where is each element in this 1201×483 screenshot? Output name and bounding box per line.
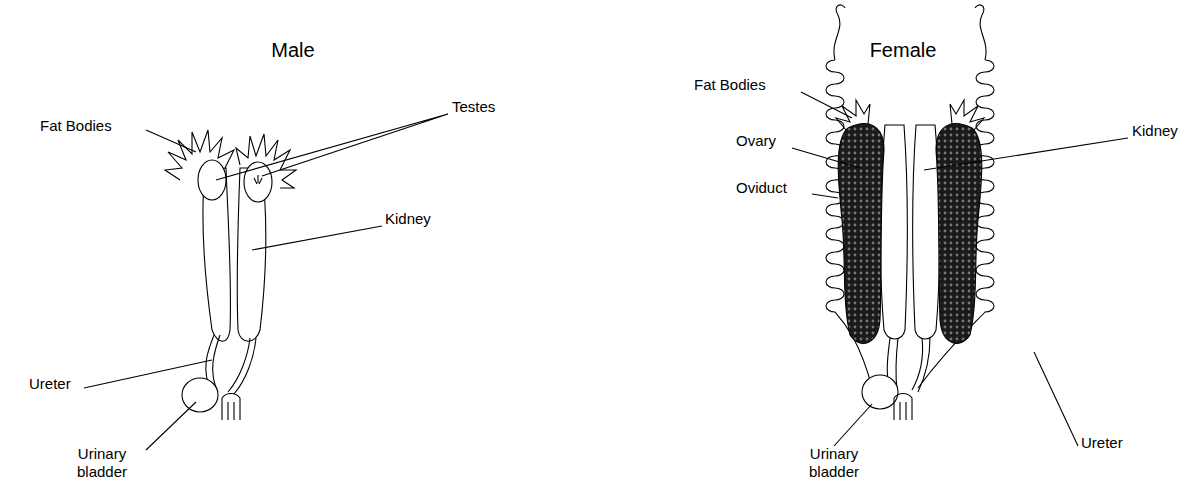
part-label: Ovary	[736, 132, 776, 150]
part-label: Testes	[452, 98, 495, 116]
part-label: Fat Bodies	[694, 76, 766, 94]
part-label: Urinary bladder	[66, 445, 138, 481]
part-label: Ureter	[29, 375, 71, 393]
section-heading: Male	[271, 38, 314, 62]
part-label: Oviduct	[736, 179, 787, 197]
part-label: Kidney	[385, 210, 431, 228]
part-label: Fat Bodies	[40, 117, 112, 135]
part-label: Kidney	[1132, 122, 1178, 140]
part-label: Ureter	[1081, 434, 1123, 452]
part-label: Urinary bladder	[798, 445, 870, 481]
section-heading: Female	[870, 38, 937, 62]
